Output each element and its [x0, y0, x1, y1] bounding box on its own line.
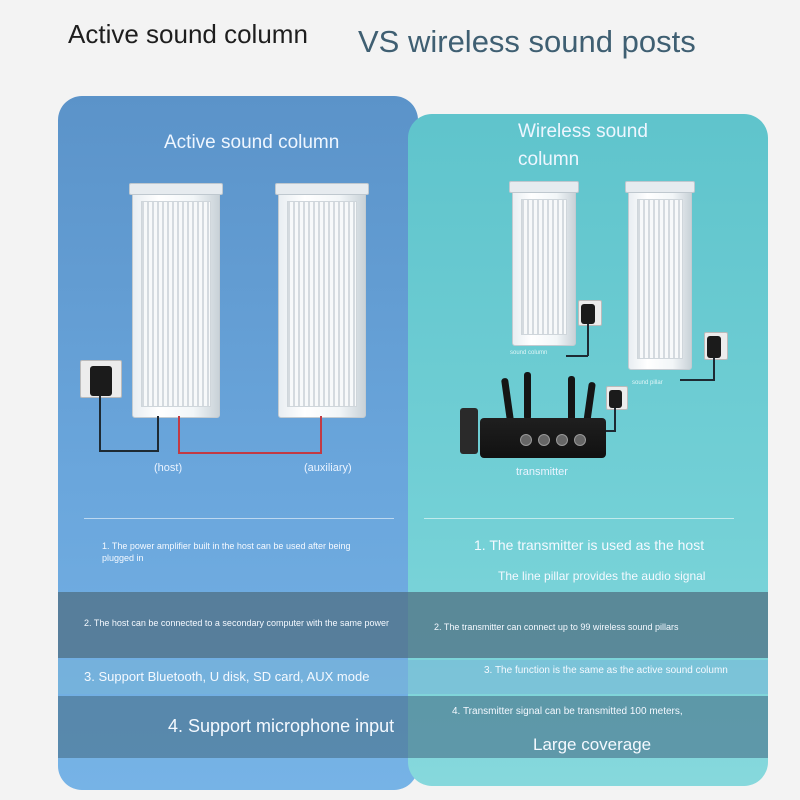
- speaker-cable: [178, 416, 180, 454]
- transmitter-label: transmitter: [516, 466, 568, 478]
- wireless-speaker-2: [625, 181, 695, 370]
- sound-column-label: sound column: [510, 350, 548, 356]
- speaker-cable: [320, 416, 322, 454]
- feature-band-3: [58, 660, 768, 694]
- right-feature-3: 3. The function is the same as the activ…: [484, 665, 728, 676]
- power-adapter: [707, 336, 721, 358]
- right-feature-4-line2: Large coverage: [533, 735, 652, 754]
- divider: [424, 518, 734, 519]
- left-feature-3: 3. Support Bluetooth, U disk, SD card, A…: [84, 669, 370, 684]
- remote-control: [460, 408, 478, 454]
- left-feature-1: 1. The power amplifier built in the host…: [102, 541, 351, 563]
- power-wire: [566, 355, 588, 357]
- right-feature-1-line2: The line pillar provides the audio signa…: [498, 569, 706, 583]
- power-wire: [157, 416, 159, 452]
- power-wire: [713, 358, 715, 380]
- power-wire: [99, 450, 159, 452]
- right-heading: VS wireless sound posts: [358, 24, 696, 59]
- left-heading: Active sound column: [68, 19, 308, 49]
- sound-pillar-label: sound pillar: [632, 380, 663, 386]
- right-panel-title: Wireless sound column: [518, 121, 648, 170]
- power-adapter: [609, 390, 622, 408]
- transmitter-device: [480, 418, 606, 458]
- feature-band-4: [58, 696, 768, 758]
- left-feature-4: 4. Support microphone input: [168, 716, 395, 736]
- host-label: (host): [154, 462, 183, 474]
- power-wire: [587, 324, 589, 356]
- feature-band-2: [58, 592, 768, 658]
- right-feature-1: 1. The transmitter is used as the host: [474, 537, 705, 553]
- power-adapter: [581, 304, 595, 324]
- speaker-cable: [178, 452, 322, 454]
- antenna: [524, 372, 531, 420]
- antenna: [568, 376, 575, 422]
- power-adapter: [90, 366, 112, 396]
- left-panel-title: Active sound column: [164, 132, 340, 153]
- wireless-speaker-1: [509, 181, 579, 346]
- host-speaker: [129, 183, 223, 418]
- power-wire: [606, 430, 616, 432]
- power-wire: [99, 396, 101, 452]
- right-feature-2: 2. The transmitter can connect up to 99 …: [434, 622, 679, 632]
- auxiliary-speaker: [275, 183, 369, 418]
- right-feature-4: 4. Transmitter signal can be transmitted…: [452, 706, 683, 717]
- auxiliary-label: (auxiliary): [304, 462, 352, 474]
- left-feature-2: 2. The host can be connected to a second…: [84, 618, 390, 628]
- power-wire: [614, 408, 616, 432]
- divider: [84, 518, 394, 519]
- power-wire: [680, 379, 715, 381]
